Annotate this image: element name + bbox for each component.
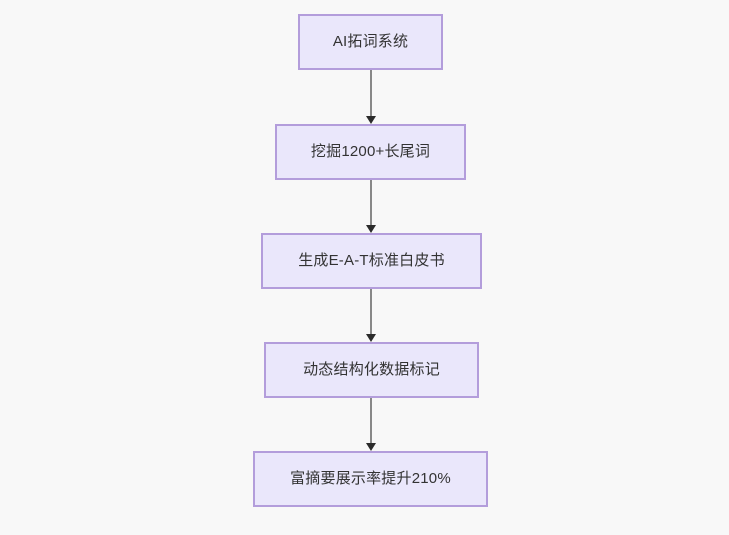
flow-node-5-label: 富摘要展示率提升210% [290, 470, 451, 487]
flow-node-1[interactable]: AI拓词系统 [298, 14, 443, 70]
flow-node-2[interactable]: 挖掘1200+长尾词 [275, 124, 466, 180]
flow-edge-4-5-arrowhead [366, 443, 376, 451]
flow-edge-1-2 [370, 70, 372, 116]
flow-edge-1-2-arrowhead [366, 116, 376, 124]
flow-node-4[interactable]: 动态结构化数据标记 [264, 342, 479, 398]
flow-node-3-label: 生成E-A-T标准白皮书 [298, 252, 445, 269]
flow-edge-2-3 [370, 180, 372, 225]
flow-edge-3-4 [370, 289, 372, 334]
flow-node-2-label: 挖掘1200+长尾词 [310, 143, 431, 160]
flow-node-4-label: 动态结构化数据标记 [303, 361, 440, 378]
flow-edge-4-5 [370, 398, 372, 443]
flow-edge-3-4-arrowhead [366, 334, 376, 342]
flow-node-1-label: AI拓词系统 [332, 33, 409, 50]
flow-edge-2-3-arrowhead [366, 225, 376, 233]
flow-node-3[interactable]: 生成E-A-T标准白皮书 [261, 233, 482, 289]
flow-node-5[interactable]: 富摘要展示率提升210% [253, 451, 488, 507]
